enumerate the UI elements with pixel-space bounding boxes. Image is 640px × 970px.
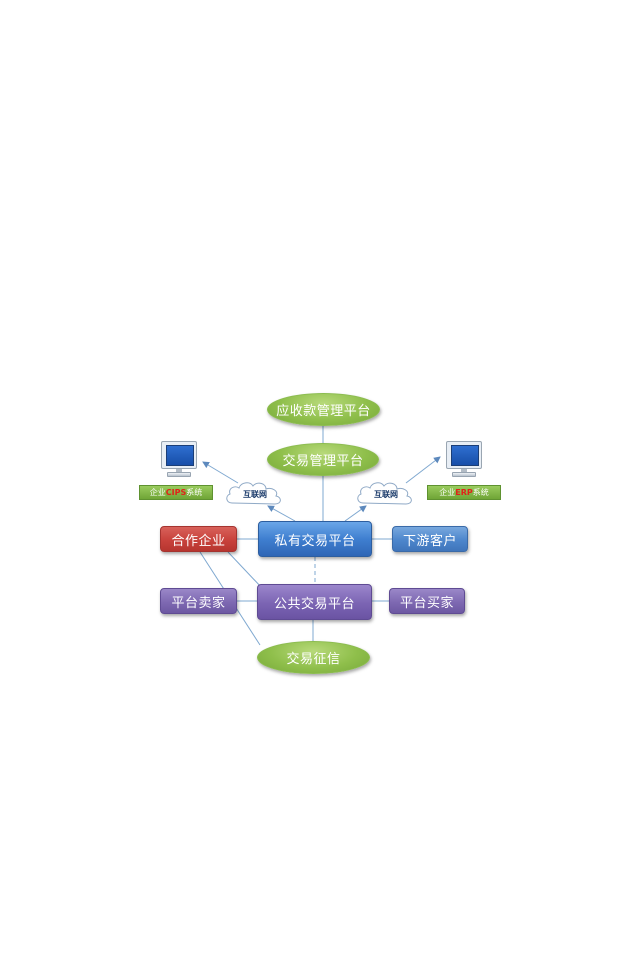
internet-label-right: 互联网 — [374, 490, 398, 499]
cips-prefix: 企业 — [149, 488, 166, 497]
downstream-customer-node: 下游客户 — [392, 526, 468, 552]
cips-suffix: 系统 — [186, 488, 203, 497]
link-cloud-right-computer — [405, 456, 441, 484]
link-private-cloud-right — [344, 505, 367, 522]
computer-icon-left — [159, 441, 199, 479]
internet-cloud-right: 互联网 — [355, 479, 417, 507]
private-platform-node: 私有交易平台 — [258, 521, 372, 557]
cips-highlight: CIPS — [165, 488, 187, 497]
trade-credit-node: 交易征信 — [257, 641, 370, 674]
cloud-icon — [357, 482, 412, 505]
link-cloud-left-computer — [202, 461, 239, 484]
partner-enterprise-node: 合作企业 — [160, 526, 237, 552]
link-partner-public — [227, 551, 263, 589]
cloud-icon — [226, 482, 281, 505]
internet-label-left: 互联网 — [243, 490, 267, 499]
internet-cloud-left: 互联网 — [224, 479, 286, 507]
erp-highlight: ERP — [455, 488, 473, 497]
platform-seller-node: 平台卖家 — [160, 588, 237, 614]
erp-suffix: 系统 — [472, 488, 489, 497]
erp-prefix: 企业 — [439, 488, 456, 497]
computer-icon-right — [444, 441, 484, 479]
link-private-cloud-left — [267, 505, 296, 522]
receivables-platform-node: 应收款管理平台 — [267, 393, 380, 426]
trade-mgmt-platform-node: 交易管理平台 — [267, 443, 379, 476]
public-platform-node: 公共交易平台 — [257, 584, 372, 620]
platform-buyer-node: 平台买家 — [389, 588, 465, 614]
